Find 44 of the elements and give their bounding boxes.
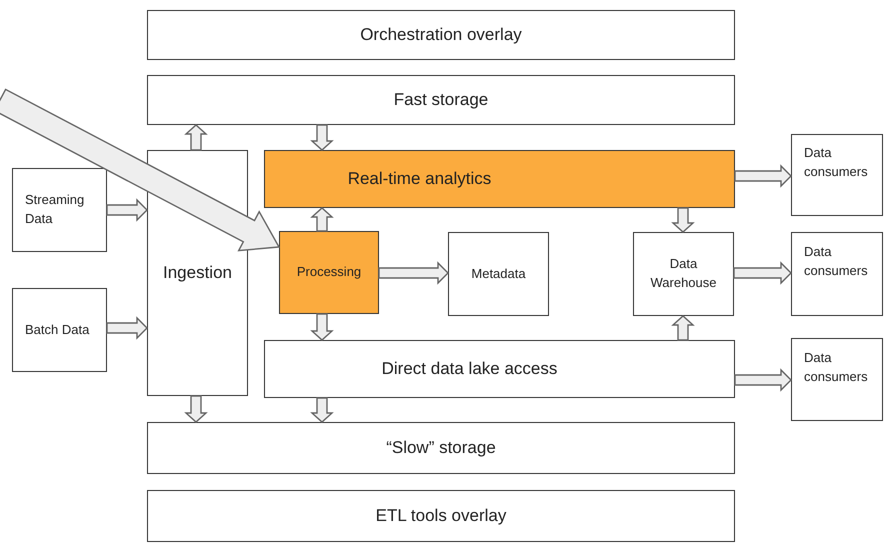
box-label: Fast storage [394,90,488,110]
block-arrow [310,313,334,341]
box-label: Data consumers [804,348,869,386]
block-arrow [734,368,792,392]
box-label: Ingestion [163,262,232,284]
block-arrow [0,88,280,252]
box-label: “Slow” storage [386,438,496,458]
process-box [791,232,883,316]
process-box [791,134,883,216]
block-arrow [310,207,334,232]
process-box [633,232,734,316]
block-arrow [734,164,792,188]
process-box [448,232,549,316]
process-box [147,490,735,542]
box-label: Data consumers [804,243,869,280]
highlighted-process-box [264,150,735,208]
block-arrow [184,124,208,151]
box-label: Processing [296,263,362,282]
process-box [12,168,107,252]
box-label: Direct data lake access [382,358,558,380]
box-label: Data consumers [804,144,869,181]
process-box [12,288,107,372]
block-arrow [733,261,792,285]
box-label: Batch Data [25,320,90,339]
block-arrow [310,397,334,423]
box-label: Streaming Data [25,191,86,228]
block-arrow [378,261,449,285]
process-box [791,338,883,421]
box-label: ETL tools overlay [376,506,506,526]
block-arrow [184,395,208,423]
box-label: Metadata [471,264,526,283]
block-arrow [310,124,334,151]
process-box [264,340,735,398]
block-arrow [671,315,695,341]
box-label: Real-time analytics [348,168,492,190]
box-label: Orchestration overlay [360,24,522,46]
block-arrow [106,198,148,222]
process-box [147,75,735,125]
highlighted-process-box [279,231,379,314]
box-label: Data Warehouse [650,255,718,292]
process-box [147,10,735,60]
block-arrow [671,207,695,233]
block-arrow [106,316,148,340]
process-box [147,422,735,474]
